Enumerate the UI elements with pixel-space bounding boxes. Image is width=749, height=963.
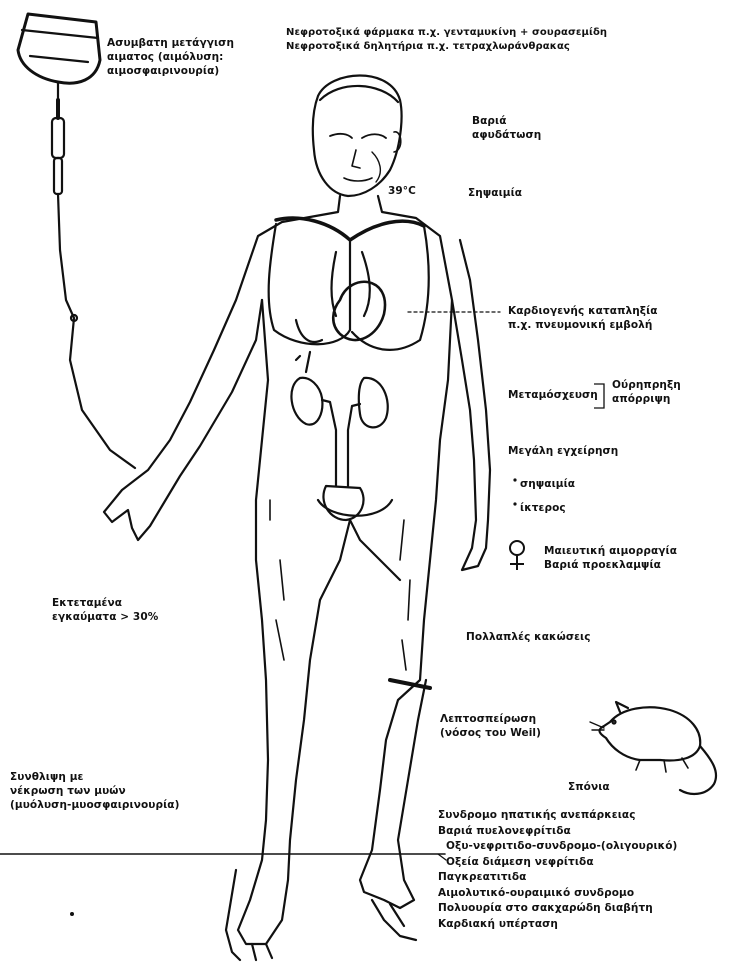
- surgery-items: σηψαιμία ίκτερος: [520, 472, 575, 520]
- dehydration-line: αφυδάτωση: [472, 128, 541, 142]
- dot-marker: [70, 912, 74, 916]
- fever-label: 39°C: [388, 184, 416, 198]
- surgery-label: Μεγάλη εγχείρηση: [508, 444, 618, 458]
- transfusion-label: Ασυμβατη μετάγγιση αιματος (αιμόλυση: αι…: [107, 36, 234, 78]
- dot-marker: [513, 478, 516, 481]
- leptospirosis-line: (νόσος του Weil): [440, 726, 541, 740]
- nephrotoxic-poisons: Νεφροτοξικά δηλητήρια π.χ. τετραχλωράνθρ…: [286, 40, 607, 54]
- rat-caption: Σπόνια: [568, 780, 610, 794]
- transplant-option: Ούρηπρηξη: [612, 378, 681, 392]
- cardiogenic-line: Καρδιογενής καταπληξία: [508, 304, 658, 318]
- causes-list-item: Παγκρεατιτιδα: [438, 870, 677, 886]
- burns-label: Εκτεταμένα εγκαύματα > 30%: [52, 596, 158, 624]
- cardiogenic-label: Καρδιογενής καταπληξία π.χ. πνευμονική ε…: [508, 304, 658, 332]
- crush-line: νέκρωση των μυών: [10, 784, 180, 798]
- leptospirosis-label: Λεπτοσπείρωση (νόσος του Weil): [440, 712, 541, 740]
- transplant-label: Μεταμόσχευση: [508, 388, 598, 402]
- causes-list-item: Πολυουρία στο σακχαρώδη διαβήτη: [438, 901, 677, 917]
- burns-line: Εκτεταμένα: [52, 596, 158, 610]
- burns-line: εγκαύματα > 30%: [52, 610, 158, 624]
- transfusion-bag-icon: [18, 14, 135, 468]
- causes-list-item: Οξυ-νεφριτιδο-συνδρομο-(ολιγουρικό): [438, 839, 677, 855]
- transplant-option: απόρριψη: [612, 392, 681, 406]
- obstetric-line: Βαριά προεκλαμψία: [544, 558, 677, 572]
- leptospirosis-line: Λεπτοσπείρωση: [440, 712, 541, 726]
- causes-list-item: Αιμολυτικό-ουραιμικό συνδρομο: [438, 886, 677, 902]
- transfusion-line: αιμοσφαιρινουρία): [107, 64, 234, 78]
- dehydration-label: Βαριά αφυδάτωση: [472, 114, 541, 142]
- nephrotoxic-label: Νεφροτοξικά φάρμακα π.χ. γενταμυκίνη + σ…: [286, 26, 607, 54]
- trauma-label: Πολλαπλές κακώσεις: [466, 630, 591, 644]
- organs-icon: [269, 218, 429, 670]
- obstetric-label: Μαιευτική αιμορραγία Βαριά προεκλαμψία: [544, 544, 677, 572]
- cardiogenic-line: π.χ. πνευμονική εμβολή: [508, 318, 658, 332]
- surgery-item: ίκτερος: [520, 496, 575, 520]
- causes-list-item: Συνδρομο ηπατικής ανεπάρκειας: [438, 808, 677, 824]
- surgery-item: σηψαιμία: [520, 472, 575, 496]
- obstetric-line: Μαιευτική αιμορραγία: [544, 544, 677, 558]
- transplant-options: Ούρηπρηξη απόρριψη: [612, 378, 681, 406]
- transfusion-line: Ασυμβατη μετάγγιση: [107, 36, 234, 50]
- causes-list-item: Οξεία διάμεση νεφρίτιδα: [438, 855, 677, 871]
- transfusion-line: αιματος (αιμόλυση:: [107, 50, 234, 64]
- dot-marker: [513, 502, 516, 505]
- causes-list-item: Βαριά πυελονεφρίτιδα: [438, 824, 677, 840]
- sepsis-label: Σηψαιμία: [468, 186, 522, 200]
- crush-line: (μυόλυση-μυοσφαιρινουρία): [10, 798, 180, 812]
- crush-label: Συνθλιψη με νέκρωση των μυών (μυόλυση-μυ…: [10, 770, 180, 812]
- dehydration-line: Βαριά: [472, 114, 541, 128]
- causes-list: Συνδρομο ηπατικής ανεπάρκειας Βαριά πυελ…: [438, 808, 677, 932]
- head-icon: [313, 76, 402, 197]
- female-symbol-icon: [510, 541, 524, 570]
- causes-list-item: Καρδιακή υπέρταση: [438, 917, 677, 933]
- body-outline: [104, 196, 490, 960]
- nephrotoxic-drugs: Νεφροτοξικά φάρμακα π.χ. γενταμυκίνη + σ…: [286, 26, 607, 40]
- crush-line: Συνθλιψη με: [10, 770, 180, 784]
